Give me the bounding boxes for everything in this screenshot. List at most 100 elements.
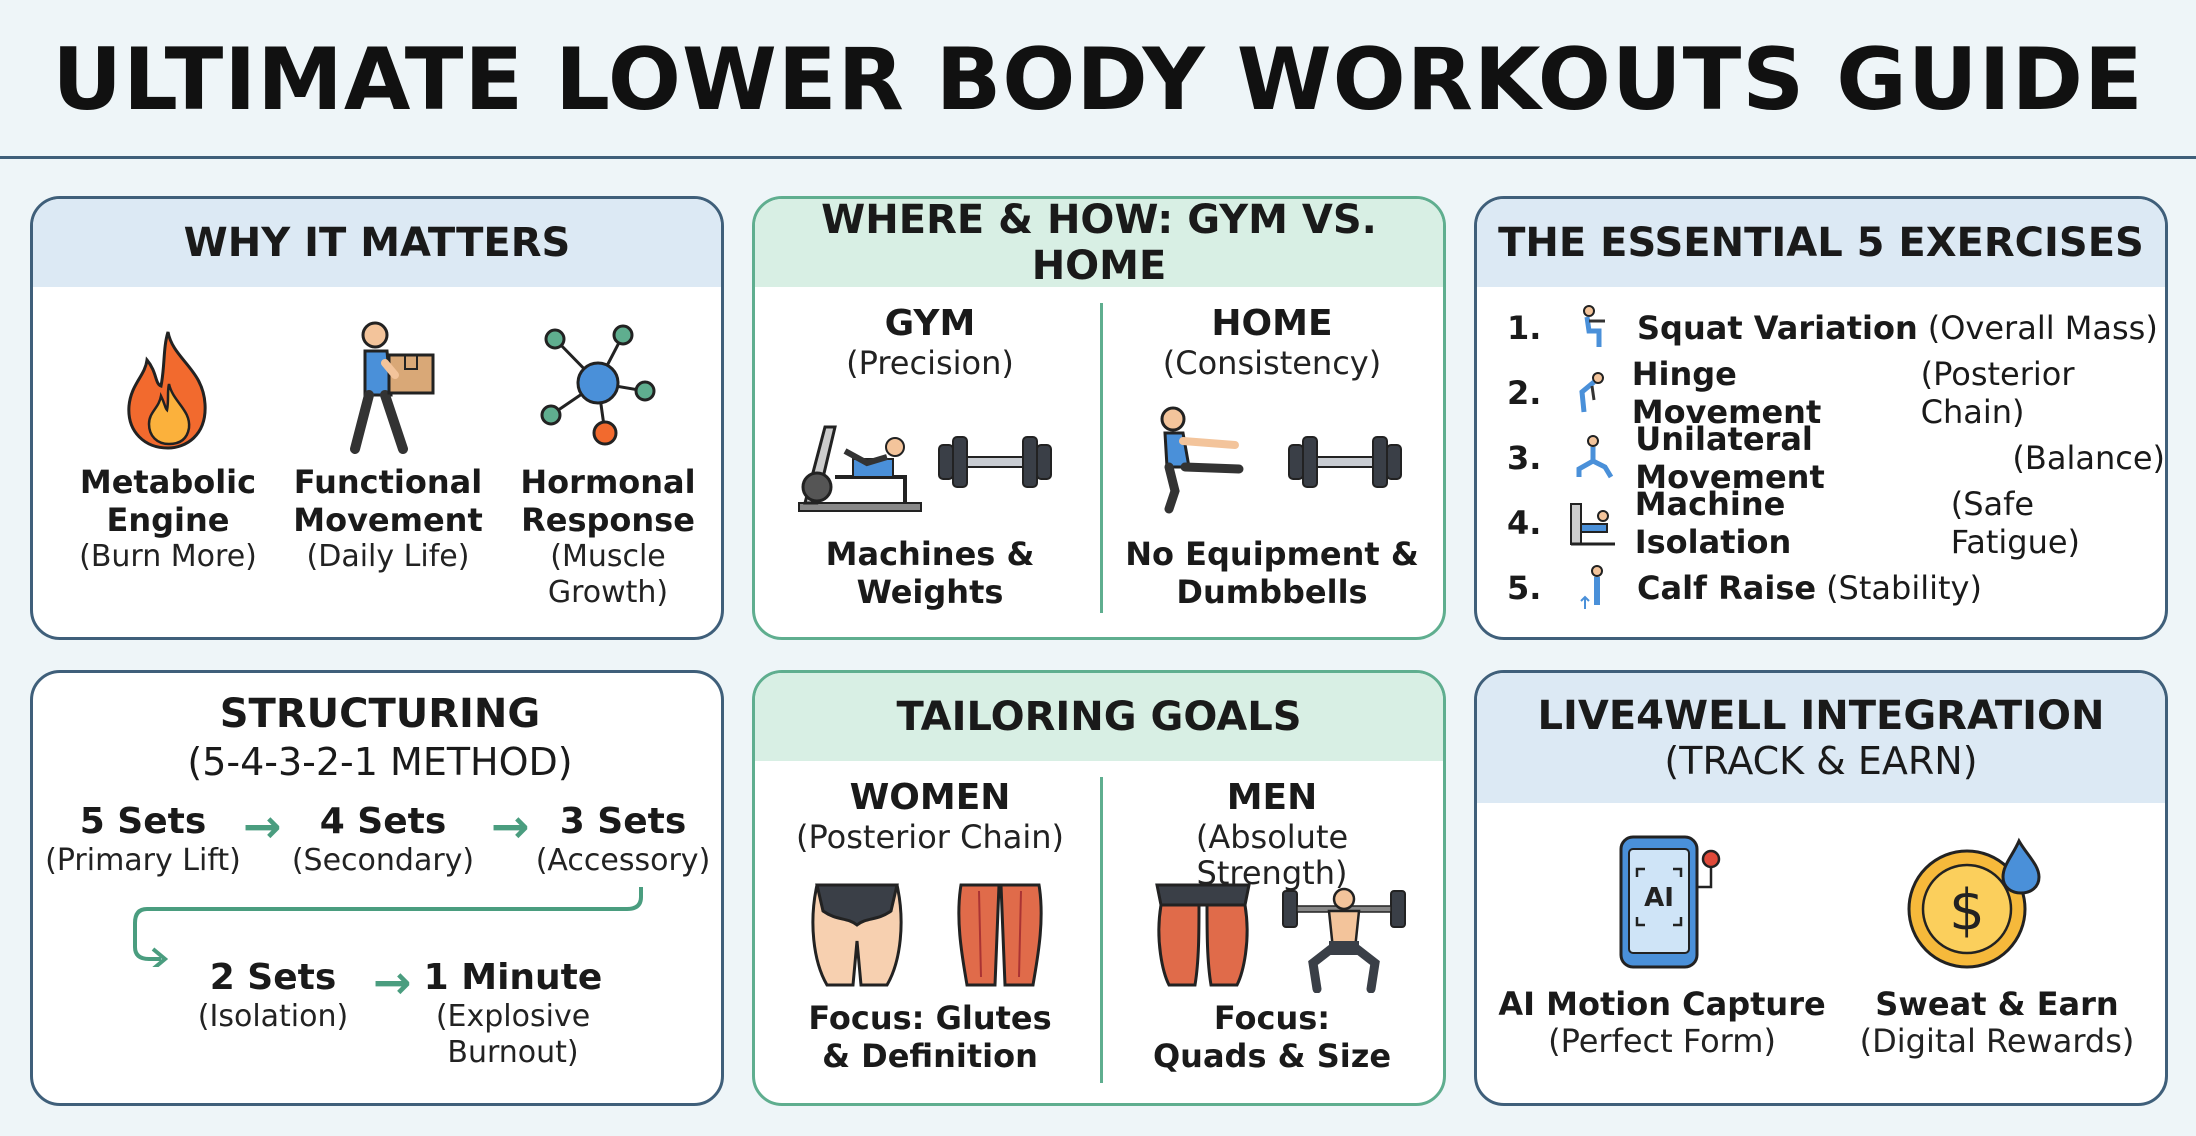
gym-title: GYM (884, 303, 976, 344)
exercise-3-name: Unilateral Movement (1635, 420, 1825, 496)
live4well-header: LIVE4WELL INTEGRATION (TRACK & EARN) (1477, 673, 2165, 803)
tailoring-goals-heading: TAILORING GOALS (896, 694, 1302, 740)
glutes-icon (807, 881, 907, 991)
where-how-header: WHERE & HOW: GYM VS. HOME (755, 197, 1443, 289)
home-caption-2: Dumbbells (1176, 573, 1368, 611)
women-sub: (Posterior Chain) (796, 818, 1064, 856)
exercise-1-note: (Overall Mass) (1927, 309, 2158, 347)
step-4-title: 2 Sets (209, 957, 337, 998)
why-item-2-title-1: Functional (293, 463, 483, 501)
why-item-2-title-2: Movement (293, 501, 483, 539)
hinge-icon (1562, 370, 1618, 416)
why-item-1-label: Metabolic Engine (Burn More) (53, 463, 283, 575)
step-5-sub-1: (Explosive (435, 999, 591, 1034)
hamstrings-icon (955, 881, 1045, 991)
tailoring-divider (1100, 777, 1103, 1083)
men-caption-2: Quads & Size (1152, 1037, 1392, 1075)
page-title: ULTIMATE LOWER BODY WORKOUTS GUIDE (52, 30, 2144, 130)
exercise-row-5: 5. Calf Raise (Stability) (1507, 563, 1982, 613)
why-item-3-label: Hormonal Response (Muscle Growth) (493, 463, 721, 611)
step-4-sub: (Isolation) (197, 999, 349, 1034)
molecule-icon (533, 321, 663, 451)
dumbbell-icon (935, 427, 1055, 497)
sweat-earn-sub: (Digital Rewards) (1859, 1022, 2135, 1060)
gym-caption: Machines & Weights (775, 535, 1085, 611)
tailoring-goals-header: TAILORING GOALS (755, 673, 1443, 761)
exercise-5-number: 5. (1507, 569, 1542, 607)
title-divider (0, 156, 2196, 159)
arrow-2: → (491, 799, 530, 853)
gym-caption-2: Weights (856, 573, 1004, 611)
exercise-1-number: 1. (1507, 309, 1542, 347)
exercise-5-note: (Stability) (1826, 569, 1982, 607)
ai-phone-icon: AI (1611, 833, 1731, 973)
connector-line (133, 887, 653, 967)
live4well-heading-2: (TRACK & EARN) (1664, 739, 1978, 783)
why-item-3-title-1: Hormonal (520, 463, 696, 501)
men-column-header: MEN (Absolute Strength) (1117, 777, 1427, 891)
step-3-title: 3 Sets (559, 801, 687, 842)
why-item-3-title-2: Response (521, 501, 695, 539)
flame-icon (103, 324, 233, 454)
exercise-row-3: 3. Unilateral Movement (Balance) (1507, 420, 2165, 496)
machine-icon (1565, 500, 1621, 546)
exercise-2-name: Hinge Movement (1631, 355, 1822, 431)
ai-motion-title: AI Motion Capture (1498, 985, 1826, 1023)
tailoring-goals-card: TAILORING GOALS WOMEN (Posterior Chain) … (752, 670, 1446, 1106)
women-caption-2: & Definition (822, 1037, 1038, 1075)
home-title: HOME (1211, 303, 1333, 344)
step-4: 2 Sets (Isolation) (173, 957, 373, 1035)
women-caption: Focus: Glutes & Definition (775, 999, 1085, 1075)
home-column-header: HOME (Consistency) (1117, 303, 1427, 381)
home-caption: No Equipment & Dumbbells (1117, 535, 1427, 611)
why-it-matters-header: WHY IT MATTERS (33, 199, 721, 287)
why-item-1-title-1: Metabolic (79, 463, 257, 501)
why-it-matters-heading: WHY IT MATTERS (183, 220, 571, 266)
exercise-1-name: Squat Variation (1637, 309, 1918, 347)
structuring-heading-1: STRUCTURING (219, 691, 541, 737)
exercise-3-note: (Balance) (2012, 439, 2165, 477)
men-caption-1: Focus: (1213, 999, 1331, 1037)
step-2-title: 4 Sets (319, 801, 447, 842)
men-sub: (Absolute Strength) (1195, 818, 1349, 892)
where-how-heading: WHERE & HOW: GYM VS. HOME (821, 197, 1377, 289)
structuring-heading-2: (5-4-3-2-1 METHOD) (187, 740, 573, 784)
gym-caption-1: Machines & (825, 535, 1035, 573)
why-item-1-title-2: Engine (106, 501, 230, 539)
essential-exercises-card: THE ESSENTIAL 5 EXERCISES 1. Squat Varia… (1474, 196, 2168, 640)
calf-raise-icon (1567, 565, 1623, 611)
step-2: 4 Sets (Secondary) (283, 801, 483, 879)
exercise-4-note: (Safe Fatigue) (1950, 485, 2081, 561)
women-title: WOMEN (849, 777, 1011, 818)
step-1: 5 Sets (Primary Lift) (43, 801, 243, 879)
arrow-3: → (373, 955, 412, 1009)
why-item-2-sub: (Daily Life) (306, 539, 470, 574)
home-dumbbell-icon (1285, 427, 1405, 497)
home-sub: (Consistency) (1162, 344, 1382, 382)
quads-icon (1153, 881, 1253, 991)
gym-column-header: GYM (Precision) (775, 303, 1085, 381)
barbell-squat-icon (1279, 879, 1409, 993)
exercise-2-number: 2. (1507, 374, 1542, 412)
essential-exercises-heading: THE ESSENTIAL 5 EXERCISES (1498, 220, 2144, 266)
essential-exercises-header: THE ESSENTIAL 5 EXERCISES (1477, 199, 2165, 287)
step-1-title: 5 Sets (79, 801, 207, 842)
why-item-1-sub: (Burn More) (79, 539, 257, 574)
why-item-3-sub: (Muscle Growth) (547, 539, 669, 610)
why-it-matters-card: WHY IT MATTERS Metabolic Engine (Burn Mo… (30, 196, 724, 640)
arrow-1: → (243, 799, 282, 853)
men-title: MEN (1226, 777, 1318, 818)
why-item-2-label: Functional Movement (Daily Life) (273, 463, 503, 575)
men-caption: Focus: Quads & Size (1117, 999, 1427, 1075)
squat-icon (1567, 305, 1623, 351)
ai-motion-label: AI Motion Capture (Perfect Form) (1497, 985, 1827, 1059)
step-3: 3 Sets (Accessory) (523, 801, 721, 879)
where-how-card: WHERE & HOW: GYM VS. HOME GYM (Precision… (752, 196, 1446, 640)
exercise-row-4: 4. Machine Isolation (Safe Fatigue) (1507, 485, 2165, 561)
exercise-3-number: 3. (1507, 439, 1542, 477)
exercise-row-2: 2. Hinge Movement (Posterior Chain) (1507, 355, 2165, 431)
step-5-sub-2: Burnout) (447, 1035, 579, 1070)
exercise-2-note: (Posterior Chain) (1920, 355, 2075, 431)
exercise-row-1: 1. Squat Variation (Overall Mass) (1507, 303, 2158, 353)
step-1-sub: (Primary Lift) (45, 843, 241, 878)
